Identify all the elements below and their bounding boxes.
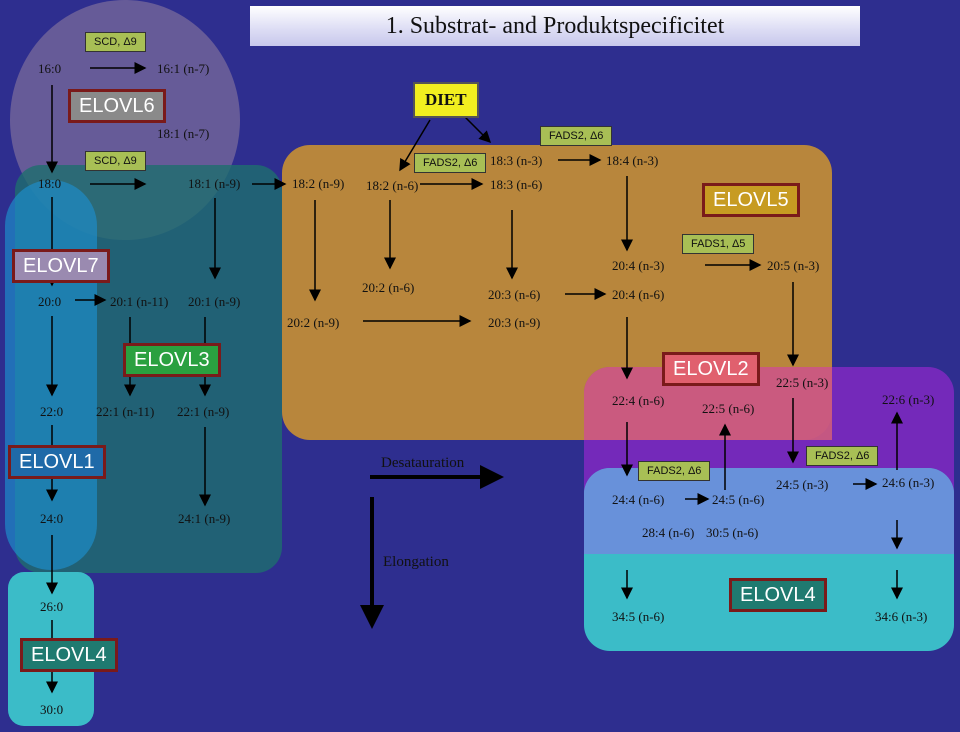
fa-18-1-n7: 18:1 (n-7): [157, 126, 210, 141]
elovl6-label: ELOVL6: [68, 89, 166, 123]
diet-label: DIET: [413, 82, 479, 118]
elovl3-label: ELOVL3: [123, 343, 221, 377]
fa-22-4-n6: 22:4 (n-6): [612, 393, 665, 408]
fa-20-3-n9: 20:3 (n-9): [488, 315, 541, 330]
fa-20-4-n6: 20:4 (n-6): [612, 287, 665, 302]
fa-20-4-n3: 20:4 (n-3): [612, 258, 665, 273]
fads1-label: FADS1, Δ5: [682, 234, 755, 254]
fa-30-5-n6: 30:5 (n-6): [706, 525, 759, 540]
fads2-label-c: FADS2, Δ6: [638, 461, 711, 481]
fa-20-1-n11: 20:1 (n-11): [110, 294, 169, 309]
elovl4-left-label: ELOVL4: [20, 638, 118, 672]
fa-18-4-n3: 18:4 (n-3): [606, 153, 659, 168]
fa-22-5-n3: 22:5 (n-3): [776, 375, 829, 390]
fa-20-2-n9: 20:2 (n-9): [287, 315, 340, 330]
fa-22-6-n3: 22:6 (n-3): [882, 392, 935, 407]
fa-24-1-n9: 24:1 (n-9): [178, 511, 231, 526]
fa-22-1-n9: 22:1 (n-9): [177, 404, 230, 419]
elovl1-label: ELOVL1: [8, 445, 106, 479]
fa-20-1-n9: 20:1 (n-9): [188, 294, 241, 309]
desaturation-legend: Desatauration: [381, 455, 465, 471]
fa-24-6-n3: 24:6 (n-3): [882, 475, 935, 490]
elovl4-right-label: ELOVL4: [729, 578, 827, 612]
elovl7-label: ELOVL7: [12, 249, 110, 283]
fa-34-6-n3: 34:6 (n-3): [875, 609, 928, 624]
elovl5-label: ELOVL5: [702, 183, 800, 217]
fa-28-4-n6: 28:4 (n-6): [642, 525, 695, 540]
fa-20-2-n6: 20:2 (n-6): [362, 280, 415, 295]
fa-18-2-n6: 18:2 (n-6): [366, 178, 419, 193]
fads2-label-d: FADS2, Δ6: [806, 446, 879, 466]
fa-22-1-n11: 22:1 (n-11): [96, 404, 155, 419]
fa-20-5-n3: 20:5 (n-3): [767, 258, 820, 273]
fa-30-0: 30:0: [40, 702, 64, 717]
fa-24-5-n3: 24:5 (n-3): [776, 477, 829, 492]
fa-24-0: 24:0: [40, 511, 64, 526]
elovl7-region: [5, 180, 97, 570]
fa-34-5-n6: 34:5 (n-6): [612, 609, 665, 624]
fa-24-5-n6: 24:5 (n-6): [712, 492, 765, 507]
fa-20-0: 20:0: [38, 294, 62, 309]
fads2-label-a: FADS2, Δ6: [414, 153, 487, 173]
fads2-label-b: FADS2, Δ6: [540, 126, 613, 146]
elovl2-label: ELOVL2: [662, 352, 760, 386]
fa-26-0: 26:0: [40, 599, 64, 614]
fa-20-3-n6: 20:3 (n-6): [488, 287, 541, 302]
fa-18-3-n6: 18:3 (n-6): [490, 177, 543, 192]
fa-18-3-n3: 18:3 (n-3): [490, 153, 543, 168]
fa-16-0: 16:0: [38, 61, 62, 76]
fa-18-0: 18:0: [38, 176, 62, 191]
fa-22-0: 22:0: [40, 404, 64, 419]
scd-label-top: SCD, Δ9: [85, 32, 146, 52]
fa-22-5-n6: 22:5 (n-6): [702, 401, 755, 416]
page-title: 1. Substrat- and Produktspecificitet: [250, 6, 860, 46]
fa-18-1-n9: 18:1 (n-9): [188, 176, 241, 191]
fa-18-2-n9: 18:2 (n-9): [292, 176, 345, 191]
elongation-legend: Elongation: [383, 554, 449, 570]
fa-16-1-n7: 16:1 (n-7): [157, 61, 210, 76]
fa-24-4-n6: 24:4 (n-6): [612, 492, 665, 507]
scd-label-mid: SCD, Δ9: [85, 151, 146, 171]
